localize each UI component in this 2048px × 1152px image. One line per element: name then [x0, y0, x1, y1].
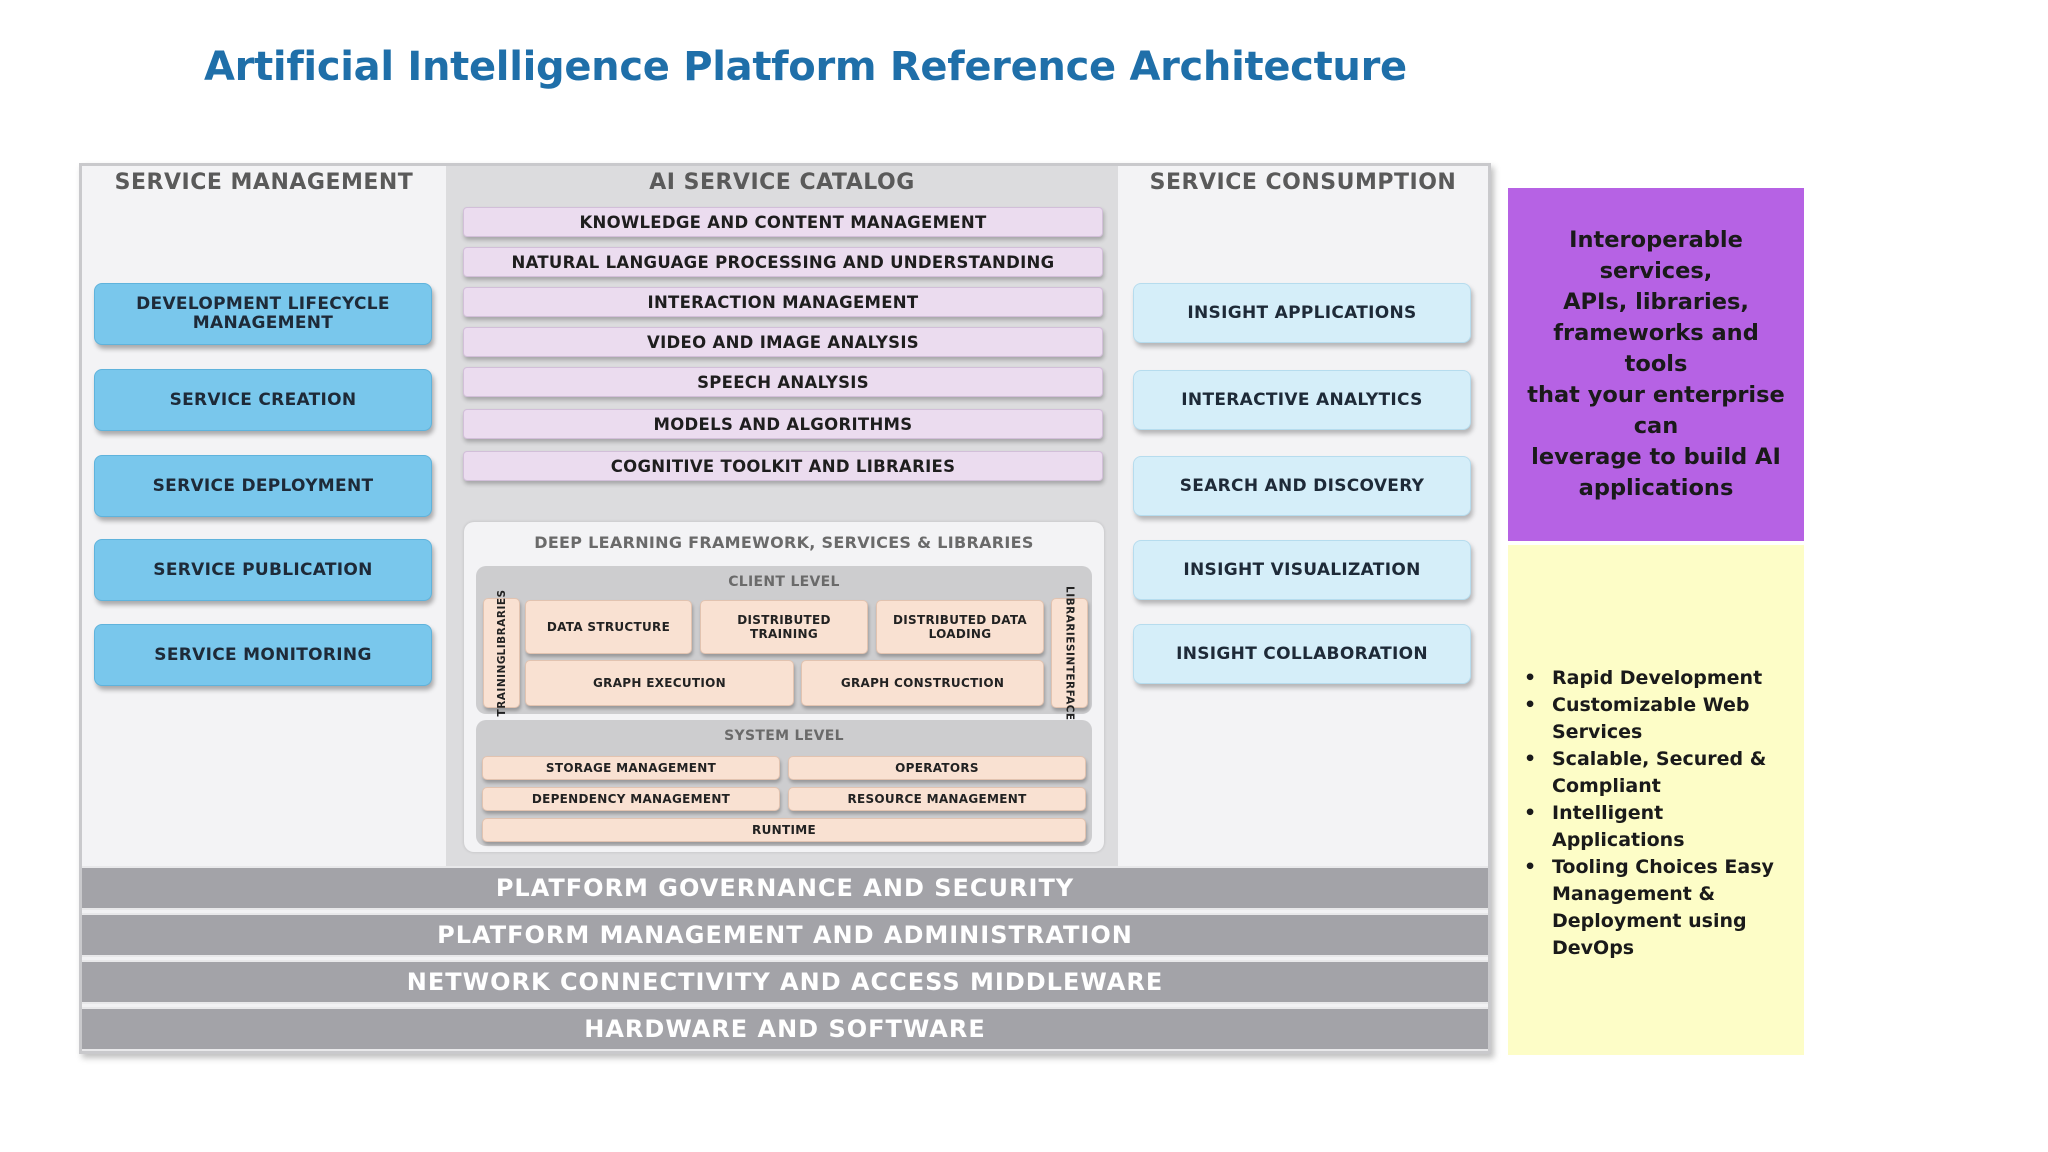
page-title: Artificial Intelligence Platform Referen…: [204, 44, 1407, 90]
callout-line: Interoperable services,: [1569, 227, 1743, 284]
callout-line: that your enterprise can: [1527, 382, 1785, 439]
runtime-box: RUNTIME: [482, 818, 1086, 842]
box-label: SERVICE MONITORING: [154, 644, 372, 665]
benefit-line: Intelligent Applications: [1552, 802, 1685, 851]
service-publication-box: SERVICE PUBLICATION: [94, 539, 432, 601]
benefit-line: Management &: [1552, 883, 1716, 905]
benefit-line: Scalable, Secured &: [1552, 748, 1767, 770]
catalog-item-cognitive-toolkit: COGNITIVE TOOLKIT AND LIBRARIES: [463, 451, 1103, 481]
interactive-analytics-box: INTERACTIVE ANALYTICS: [1133, 370, 1471, 430]
box-label: GRAPH CONSTRUCTION: [840, 676, 1005, 690]
distributed-data-loading-box: DISTRIBUTED DATA LOADING: [876, 600, 1044, 654]
box-label: INTERACTIVE ANALYTICS: [1181, 390, 1423, 410]
resource-management-box: RESOURCE MANAGEMENT: [788, 787, 1086, 811]
benefit-line: Tooling Choices Easy: [1552, 856, 1774, 878]
box-label-line2: MANAGEMENT: [192, 313, 334, 333]
development-lifecycle-management-box: DEVELOPMENT LIFECYCLE MANAGEMENT: [94, 283, 432, 345]
search-and-discovery-box: SEARCH AND DISCOVERY: [1133, 456, 1471, 516]
callout-line: frameworks and tools: [1553, 320, 1759, 377]
service-consumption-heading: SERVICE CONSUMPTION: [1149, 169, 1457, 195]
service-management-heading: SERVICE MANAGEMENT: [114, 169, 414, 195]
insight-collaboration-box: INSIGHT COLLABORATION: [1133, 624, 1471, 684]
dependency-management-box: DEPENDENCY MANAGEMENT: [482, 787, 780, 811]
box-label: INSIGHT APPLICATIONS: [1187, 303, 1417, 323]
service-consumption-column: [1118, 166, 1488, 867]
operators-box: OPERATORS: [788, 756, 1086, 780]
catalog-item-interaction: INTERACTION MANAGEMENT: [463, 287, 1103, 317]
callout-line: applications: [1578, 475, 1734, 501]
training-libraries-box: TRAINING LIBRARIES: [483, 589, 520, 717]
box-label-line2: LIBRARIES: [1063, 585, 1076, 652]
benefits-list: Rapid Development Customizable Web Servi…: [1520, 665, 1802, 962]
box-label: DEPENDENCY MANAGEMENT: [531, 792, 731, 806]
box-label-line1: INTERFACE: [1063, 651, 1076, 721]
catalog-item-knowledge: KNOWLEDGE AND CONTENT MANAGEMENT: [463, 207, 1103, 237]
list-item: Tooling Choices Easy Management & Deploy…: [1520, 854, 1802, 962]
service-deployment-box: SERVICE DEPLOYMENT: [94, 455, 432, 517]
layer-management-administration: PLATFORM MANAGEMENT AND ADMINISTRATION: [82, 913, 1488, 957]
insight-visualization-box: INSIGHT VISUALIZATION: [1133, 540, 1471, 600]
interface-libraries-box: INTERFACE LIBRARIES: [1051, 586, 1088, 720]
list-item: Scalable, Secured & Compliant: [1520, 746, 1802, 800]
insight-applications-box: INSIGHT APPLICATIONS: [1133, 283, 1471, 343]
box-label: SERVICE PUBLICATION: [153, 559, 373, 580]
box-label-line2: LOADING: [928, 627, 992, 641]
layer-network-middleware: NETWORK CONNECTIVITY AND ACCESS MIDDLEWA…: [82, 960, 1488, 1004]
box-label-line2: TRAINING: [750, 627, 818, 641]
storage-management-box: STORAGE MANAGEMENT: [482, 756, 780, 780]
benefit-line: Deployment using: [1552, 910, 1747, 932]
box-label-line2: LIBRARIES: [495, 589, 508, 656]
box-label: INSIGHT COLLABORATION: [1176, 644, 1428, 664]
benefit-line: Compliant: [1552, 775, 1661, 797]
box-label: SERVICE DEPLOYMENT: [152, 475, 374, 496]
layer-hardware-software: HARDWARE AND SOFTWARE: [82, 1007, 1488, 1051]
list-item: Customizable Web Services: [1520, 692, 1802, 746]
box-label: DATA STRUCTURE: [546, 620, 671, 634]
benefit-line: DevOps: [1552, 937, 1635, 959]
service-creation-box: SERVICE CREATION: [94, 369, 432, 431]
list-item: Intelligent Applications: [1520, 800, 1802, 854]
box-label-line1: TRAINING: [495, 655, 508, 717]
data-structure-box: DATA STRUCTURE: [525, 600, 692, 654]
catalog-item-speech: SPEECH ANALYSIS: [463, 367, 1103, 397]
distributed-training-box: DISTRIBUTED TRAINING: [700, 600, 868, 654]
box-label-line1: DEVELOPMENT LIFECYCLE: [136, 294, 390, 314]
catalog-item-video-image: VIDEO AND IMAGE ANALYSIS: [463, 327, 1103, 357]
box-label: SEARCH AND DISCOVERY: [1179, 476, 1425, 496]
callout-line: APIs, libraries,: [1563, 289, 1749, 315]
box-label: INSIGHT VISUALIZATION: [1183, 560, 1421, 580]
service-monitoring-box: SERVICE MONITORING: [94, 624, 432, 686]
interoperable-services-callout: Interoperable services, APIs, libraries,…: [1508, 188, 1804, 541]
layer-governance-security: PLATFORM GOVERNANCE AND SECURITY: [82, 866, 1488, 910]
catalog-item-models: MODELS AND ALGORITHMS: [463, 409, 1103, 439]
system-level-heading: SYSTEM LEVEL: [724, 728, 844, 744]
list-item: Rapid Development: [1520, 665, 1802, 692]
box-label: OPERATORS: [895, 761, 979, 775]
box-label: RESOURCE MANAGEMENT: [847, 792, 1027, 806]
box-label: STORAGE MANAGEMENT: [545, 761, 717, 775]
ai-service-catalog-heading: AI SERVICE CATALOG: [649, 169, 915, 195]
box-label: SERVICE CREATION: [169, 389, 357, 410]
catalog-item-nlp: NATURAL LANGUAGE PROCESSING AND UNDERSTA…: [463, 247, 1103, 277]
callout-line: leverage to build AI: [1531, 444, 1781, 470]
graph-execution-box: GRAPH EXECUTION: [525, 660, 794, 706]
box-label: RUNTIME: [752, 823, 816, 837]
box-label: GRAPH EXECUTION: [593, 676, 726, 690]
benefit-line: Rapid Development: [1552, 667, 1763, 689]
box-label-line1: DISTRIBUTED: [737, 613, 831, 627]
deep-learning-heading: DEEP LEARNING FRAMEWORK, SERVICES & LIBR…: [534, 532, 1034, 552]
benefit-line: Services: [1552, 721, 1643, 743]
client-level-heading: CLIENT LEVEL: [728, 574, 840, 590]
benefit-line: Customizable Web: [1552, 694, 1750, 716]
graph-construction-box: GRAPH CONSTRUCTION: [801, 660, 1044, 706]
box-label-line1: DISTRIBUTED DATA: [892, 613, 1028, 627]
